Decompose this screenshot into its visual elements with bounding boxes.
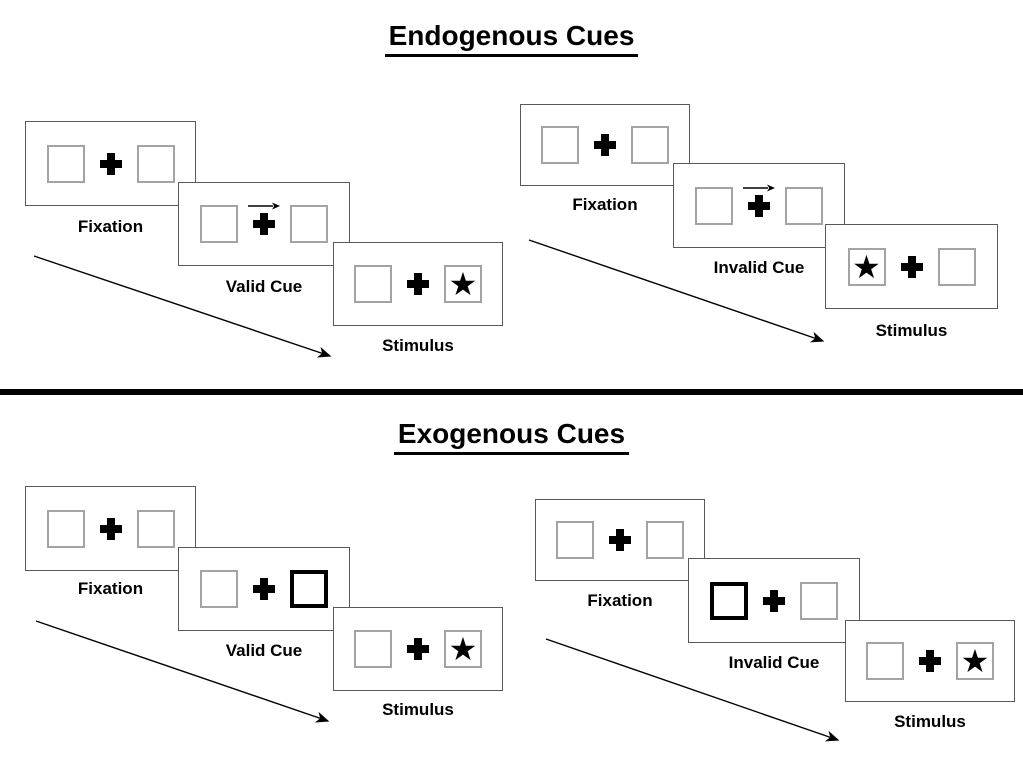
fixation-cross-icon [253, 213, 275, 235]
invalid-cue-panel [688, 558, 860, 643]
left-box [354, 630, 392, 668]
panel-label: Valid Cue [225, 641, 303, 660]
endogenous-section-title: Endogenous Cues [0, 20, 1023, 57]
right-arrow-icon [743, 184, 775, 191]
section-divider [0, 389, 1023, 395]
timeline-arrow-endogenous-valid [33, 255, 332, 358]
right-box [136, 509, 175, 548]
panel-label: Stimulus [382, 336, 454, 355]
fixation-cross-icon [407, 273, 429, 295]
valid-cue-panel [178, 547, 350, 631]
fixation-cross-icon [407, 638, 429, 660]
left-box [541, 126, 579, 164]
panel-label: Fixation [587, 591, 653, 610]
left-box [695, 186, 733, 225]
exogenous-section-title: Exogenous Cues [0, 418, 1023, 455]
panel-label: Fixation [77, 579, 144, 598]
timeline-arrow-endogenous-invalid [528, 239, 825, 343]
right-box [646, 521, 684, 559]
timeline-arrow-exogenous-valid [35, 620, 330, 723]
panel-label: Stimulus [875, 321, 948, 340]
fixation-cross-icon [748, 194, 770, 217]
right-box [136, 144, 175, 183]
panel-label: Invalid Cue [713, 258, 805, 277]
right-box [290, 205, 328, 243]
right-box [785, 186, 823, 225]
right-box [937, 247, 976, 286]
cue-highlight-box [290, 570, 328, 608]
panel-label: Invalid Cue [728, 653, 820, 672]
invalid-cue-panel [673, 163, 845, 248]
right-box [631, 126, 669, 164]
fixation-panel [25, 121, 196, 206]
fixation-cross-icon [609, 529, 631, 551]
right-box: ★ [956, 642, 994, 680]
left-box [200, 205, 238, 243]
left-box [354, 265, 392, 303]
stimulus-panel: ★ [333, 242, 503, 326]
fixation-cross-icon [99, 152, 122, 175]
right-arrow-icon [248, 202, 280, 210]
stimulus-panel: ★ [333, 607, 503, 691]
stimulus-panel: ★ [845, 620, 1015, 702]
fixation-cross-icon [900, 255, 923, 278]
fixation-cross-icon [594, 134, 616, 156]
target-star-icon: ★ [852, 247, 881, 286]
left-box [46, 509, 85, 548]
fixation-panel [25, 486, 196, 571]
fixation-cross-icon [253, 578, 275, 600]
target-star-icon: ★ [960, 642, 990, 680]
target-star-icon: ★ [448, 630, 478, 668]
panel-label: Stimulus [382, 700, 454, 719]
cue-highlight-box [710, 581, 748, 620]
left-box [866, 642, 904, 680]
left-box: ★ [847, 247, 886, 286]
target-star-icon: ★ [448, 265, 478, 303]
right-box: ★ [444, 630, 482, 668]
right-box: ★ [444, 265, 482, 303]
panel-label: Stimulus [894, 712, 966, 731]
panel-label: Fixation [77, 217, 144, 236]
left-box [200, 570, 238, 608]
panel-label: Valid Cue [225, 277, 303, 296]
panel-label: Fixation [572, 195, 638, 214]
valid-cue-panel [178, 182, 350, 266]
fixation-panel [535, 499, 705, 581]
fixation-cross-icon [99, 517, 122, 540]
left-box [46, 144, 85, 183]
left-box [556, 521, 594, 559]
right-box [800, 581, 838, 620]
stimulus-panel: ★ [825, 224, 998, 309]
fixation-panel [520, 104, 690, 186]
fixation-cross-icon [763, 589, 785, 612]
fixation-cross-icon [919, 650, 941, 672]
